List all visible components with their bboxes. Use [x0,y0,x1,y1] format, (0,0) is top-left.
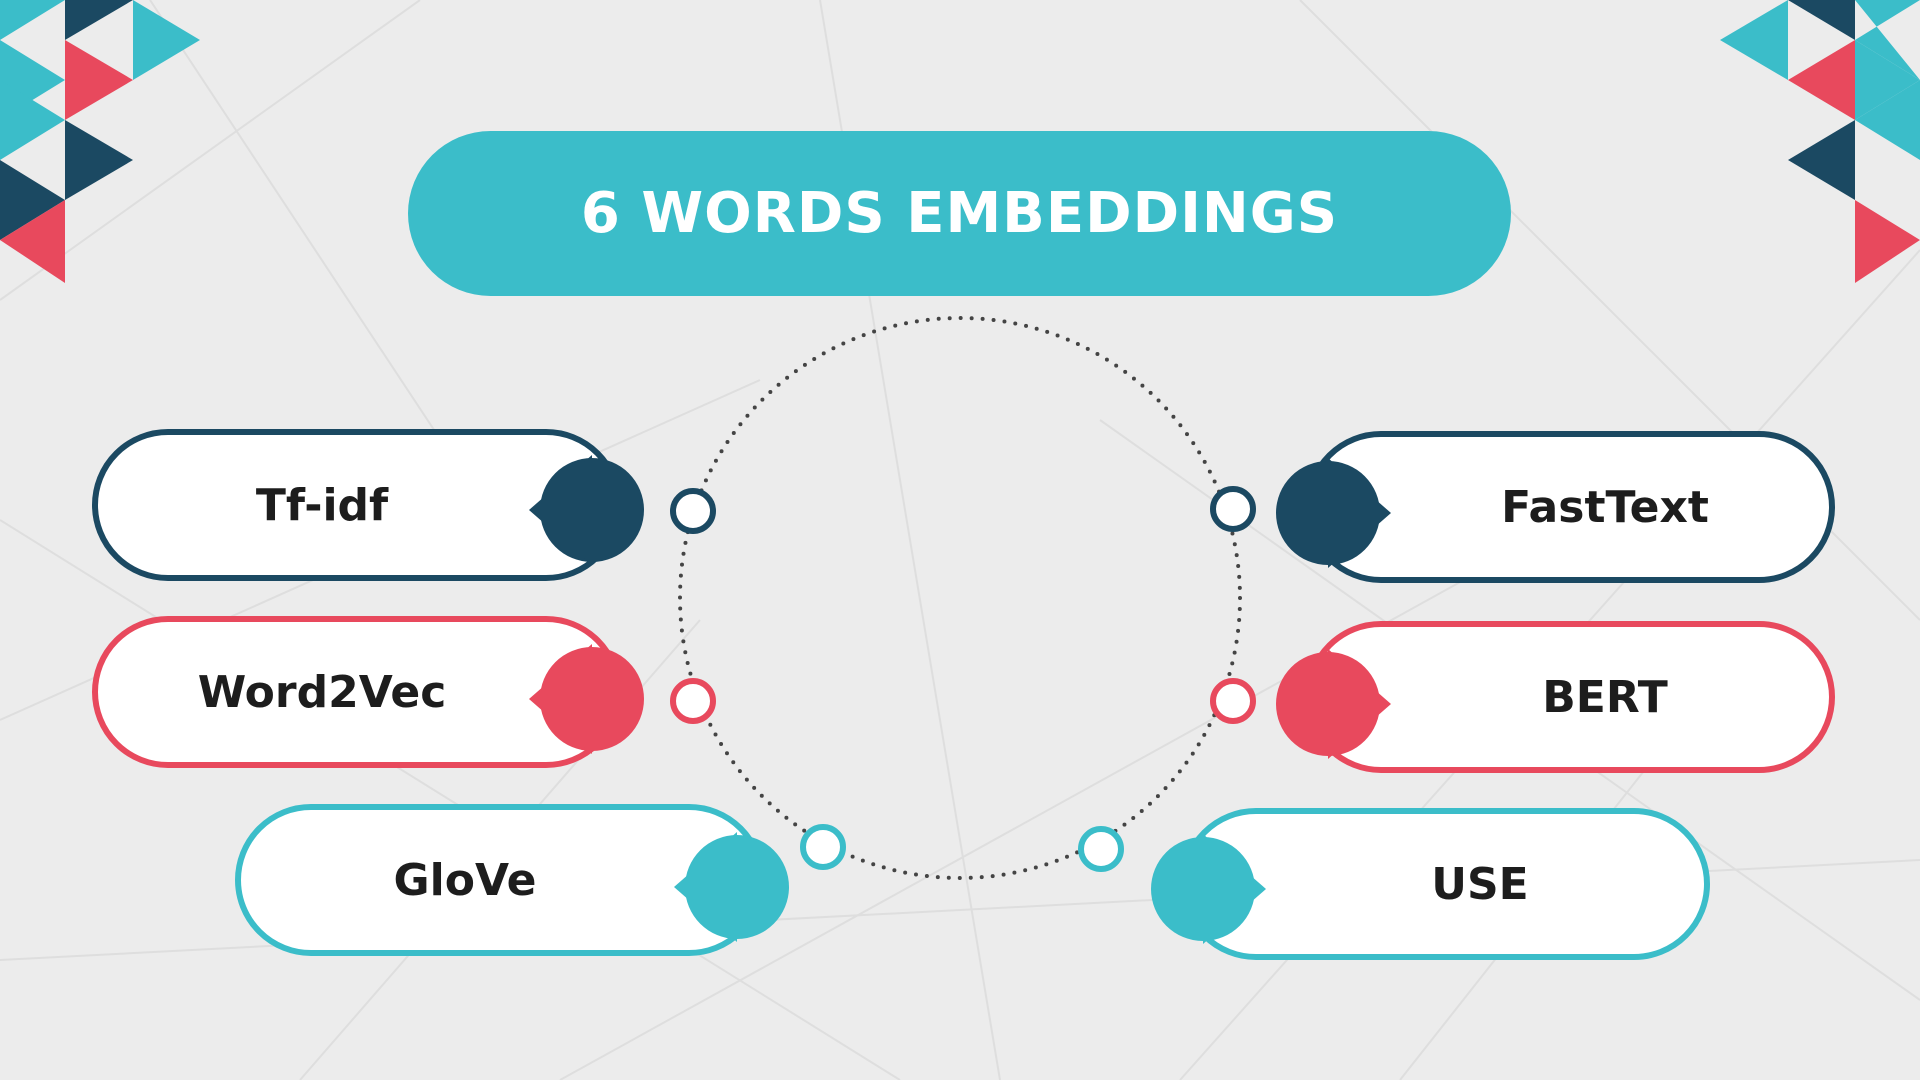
left-corner-triangles [0,0,200,283]
triangle-red [0,200,65,283]
ring-node [1210,486,1256,532]
item-word2vec: Word2Vec [92,616,622,768]
ring-node [800,824,846,870]
triangle-navy [1788,120,1855,200]
item-label: USE [1431,858,1529,910]
page-title: 6 WORDS EMBEDDINGS [580,181,1339,246]
badge-use [1151,834,1266,944]
item-label: BERT [1542,671,1668,723]
triangle-teal [1855,80,1920,160]
item-glove: GloVe [235,804,765,956]
item-label: FastText [1501,481,1709,533]
ring-node [1210,678,1256,724]
triangle-navy [65,0,133,40]
ring-node [670,488,716,534]
dotted-ring [678,316,1242,880]
triangle-navy [1788,0,1855,40]
ring-node [1078,826,1124,872]
triangle-teal [133,0,200,80]
item-fasttext: FastText [1305,431,1835,583]
badge-glove [674,832,789,942]
triangle-teal [0,0,65,40]
triangle-red [65,40,133,120]
triangle-red [1855,200,1920,283]
triangle-teal [1855,40,1920,120]
title-banner: 6 WORDS EMBEDDINGS [408,131,1511,296]
triangle-navy [65,120,133,200]
right-corner-triangles [1720,0,1920,283]
badge-fasttext [1276,458,1391,568]
badge-word2vec [529,644,644,754]
triangle-teal [1855,0,1920,80]
triangle-teal [0,80,65,160]
badge-bert [1276,649,1391,759]
item-label: GloVe [393,854,537,906]
badge-tf-idf [529,455,644,565]
triangle-navy [0,160,65,240]
item-use: USE [1180,808,1710,960]
item-tf-idf: Tf-idf [92,429,622,581]
item-label: Word2Vec [197,666,447,718]
triangle-teal [1720,0,1788,80]
item-label: Tf-idf [255,479,389,531]
triangle-red [1788,40,1855,120]
ring-node [670,678,716,724]
